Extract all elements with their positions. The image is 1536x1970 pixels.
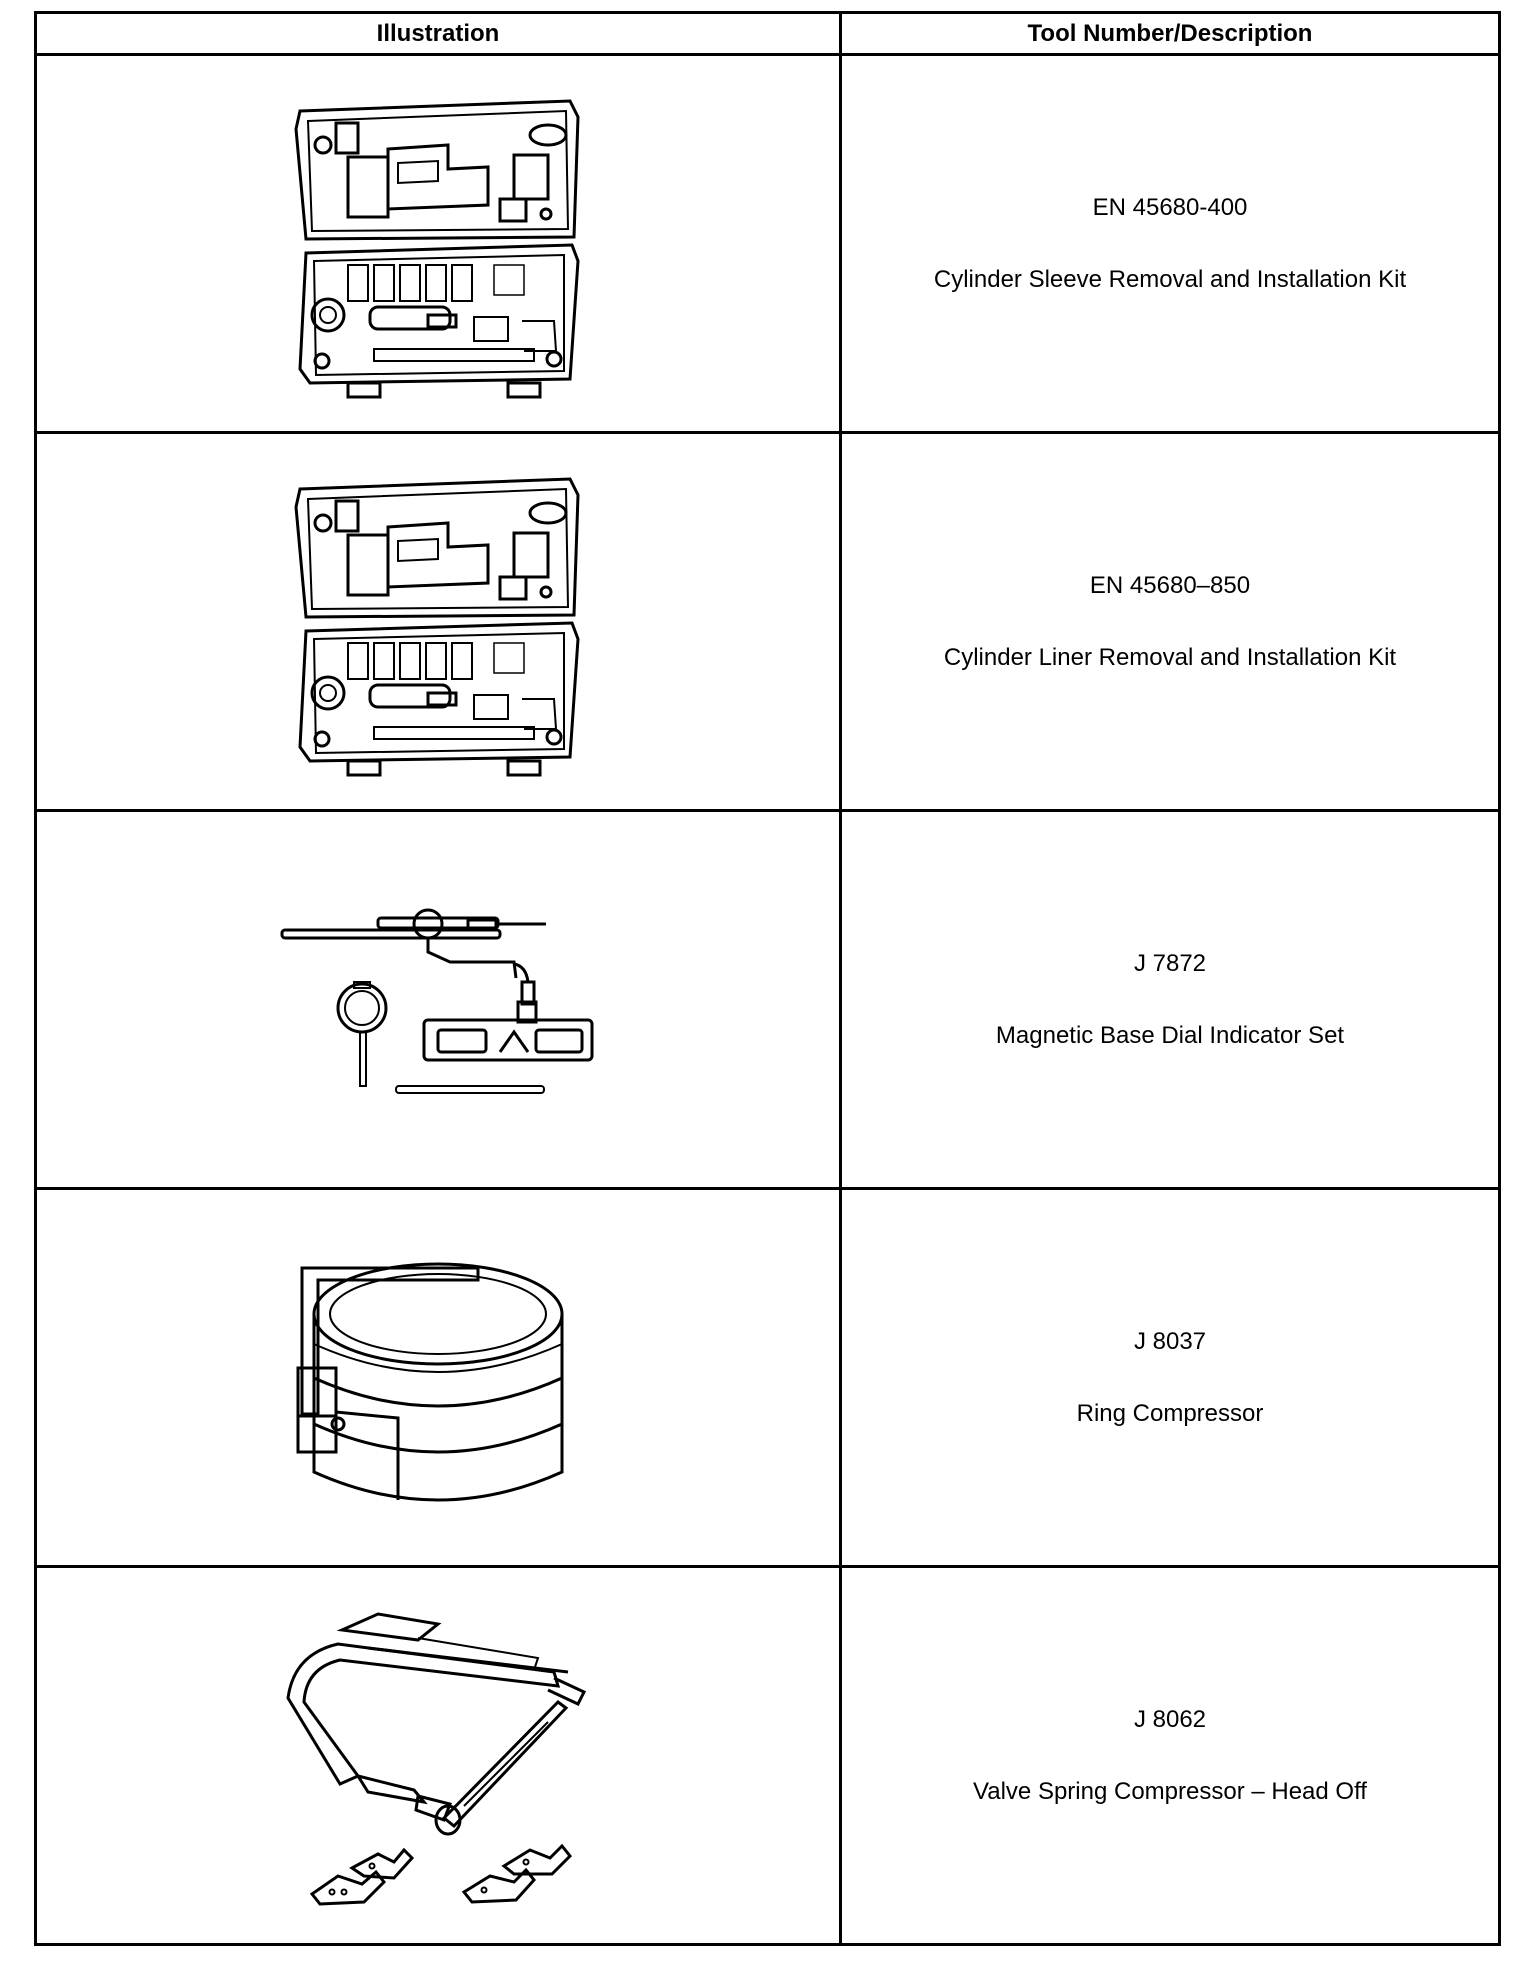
tool-description: Cylinder Liner Removal and Installation … xyxy=(943,643,1397,671)
table-row: EN 45680-400 Cylinder Sleeve Removal and… xyxy=(34,53,1501,434)
table-row: J 8037 Ring Compressor xyxy=(34,1187,1501,1568)
tool-description: Ring Compressor xyxy=(1076,1399,1264,1427)
dial-indicator-set-illustration xyxy=(280,908,594,1094)
tool-case-kit-illustration xyxy=(294,98,580,398)
table-header-row: Illustration Tool Number/Description xyxy=(34,11,1501,56)
tool-number: J 7872 xyxy=(1133,949,1207,977)
tool-description: Cylinder Sleeve Removal and Installation… xyxy=(933,265,1407,293)
tools-table: Illustration Tool Number/Description xyxy=(34,11,1501,1946)
ring-compressor-illustration xyxy=(296,1262,564,1501)
table-row: J 8062 Valve Spring Compressor – Head Of… xyxy=(34,1565,1501,1946)
tool-description-cell: J 8062 Valve Spring Compressor – Head Of… xyxy=(839,1565,1501,1946)
tool-number: J 8037 xyxy=(1133,1327,1207,1355)
valve-spring-compressor-illustration xyxy=(286,1611,587,1906)
header-tool-number-description: Tool Number/Description xyxy=(839,11,1501,56)
illustration-cell xyxy=(34,53,842,434)
tool-description-cell: J 8037 Ring Compressor xyxy=(839,1187,1501,1568)
table-row: EN 45680–850 Cylinder Liner Removal and … xyxy=(34,431,1501,812)
illustration-cell xyxy=(34,809,842,1190)
tool-description-cell: EN 45680-400 Cylinder Sleeve Removal and… xyxy=(839,53,1501,434)
illustration-cell xyxy=(34,1187,842,1568)
illustration-cell xyxy=(34,431,842,812)
illustration-cell xyxy=(34,1565,842,1946)
header-illustration: Illustration xyxy=(34,11,842,56)
tool-description: Valve Spring Compressor – Head Off xyxy=(973,1777,1367,1805)
tool-description-cell: J 7872 Magnetic Base Dial Indicator Set xyxy=(839,809,1501,1190)
table-row: J 7872 Magnetic Base Dial Indicator Set xyxy=(34,809,1501,1190)
tool-case-kit-illustration xyxy=(294,476,580,776)
tool-number: EN 45680-400 xyxy=(1092,193,1248,221)
tool-description-cell: EN 45680–850 Cylinder Liner Removal and … xyxy=(839,431,1501,812)
tool-number: EN 45680–850 xyxy=(1089,571,1251,599)
tool-description: Magnetic Base Dial Indicator Set xyxy=(995,1021,1345,1049)
tool-number: J 8062 xyxy=(1133,1705,1207,1733)
